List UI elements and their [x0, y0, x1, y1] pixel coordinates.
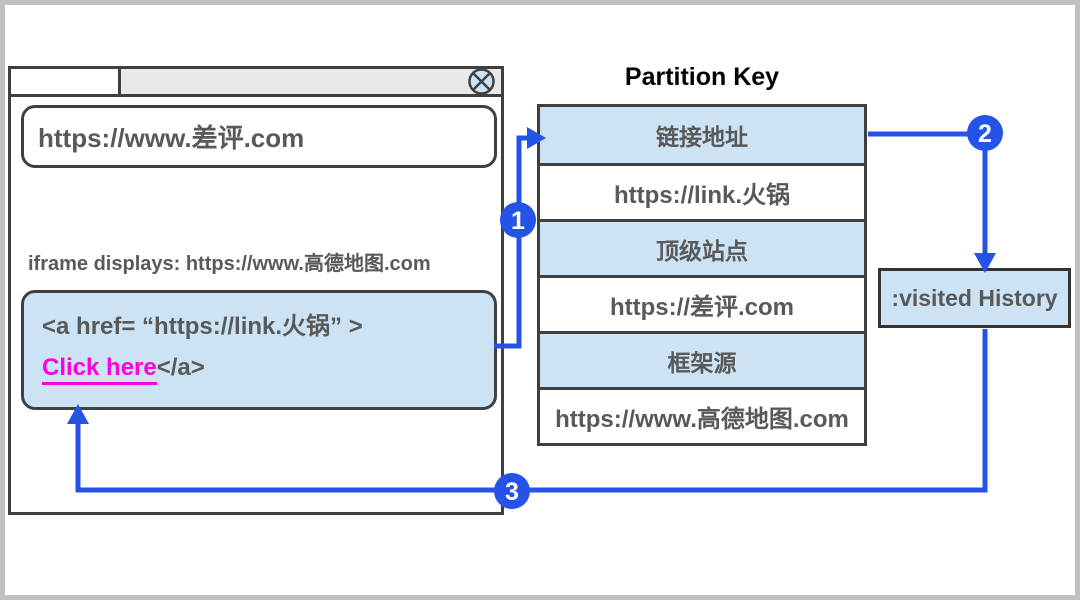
- iframe-displays-label: iframe displays: https://www.高德地图.com: [28, 253, 431, 275]
- step-2-badge: [967, 115, 1003, 151]
- code-line-2: Click here</a>: [42, 347, 494, 388]
- table-row-frame-origin-header: 框架源: [540, 331, 864, 387]
- browser-titlebar: [11, 68, 501, 97]
- step-1-number: 1: [511, 207, 525, 235]
- url-input[interactable]: https://www.差评.com: [21, 105, 497, 168]
- step-3-number: 3: [505, 478, 519, 506]
- table-row-top-site-value: https://差评.com: [540, 275, 864, 331]
- table-row-link-address-value: https://link.火锅: [540, 163, 864, 219]
- anchor-close-tag: </a>: [156, 354, 205, 381]
- browser-tab[interactable]: [11, 69, 121, 94]
- partition-key-title: Partition Key: [624, 63, 780, 91]
- table-row-top-site-header: 顶级站点: [540, 219, 864, 275]
- iframe-code-box: <a href= “https://link.火锅” > Click here<…: [21, 290, 497, 410]
- visited-history-label: :visited History: [891, 284, 1058, 311]
- visited-history-box: :visited History: [878, 268, 1071, 328]
- browser-window: https://www.差评.com iframe displays: http…: [8, 66, 504, 515]
- partition-key-table: 链接地址 https://link.火锅 顶级站点 https://差评.com…: [537, 104, 867, 446]
- table-row-frame-origin-value: https://www.高德地图.com: [540, 387, 864, 443]
- url-text: https://www.差评.com: [38, 123, 305, 153]
- arrow-2-line: [868, 131, 988, 256]
- titlebar-background: [121, 68, 501, 95]
- table-row-link-address-header: 链接地址: [540, 107, 864, 163]
- step-1-badge: [500, 202, 536, 238]
- step-2-number: 2: [978, 120, 992, 148]
- click-here-link[interactable]: Click here: [42, 354, 157, 385]
- close-icon[interactable]: [468, 68, 495, 95]
- code-line-1: <a href= “https://link.火锅” >: [42, 313, 363, 340]
